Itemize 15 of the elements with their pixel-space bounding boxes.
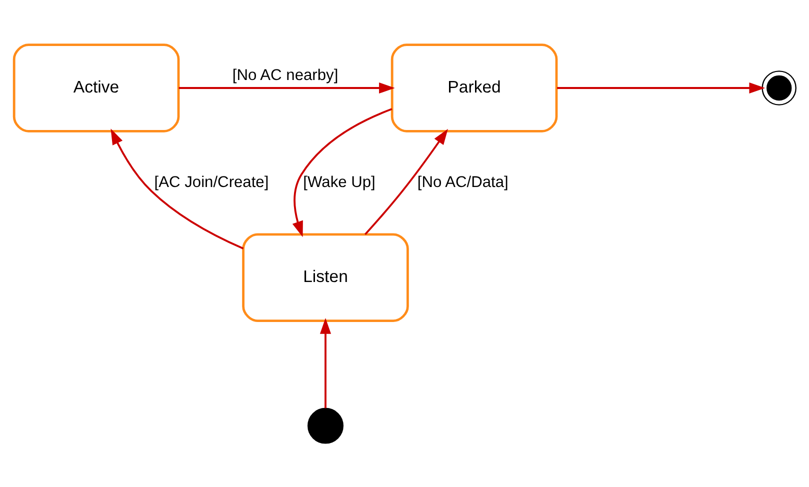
node-box: Listen (242, 232, 408, 322)
arrow (556, 82, 765, 94)
arrow (319, 318, 331, 408)
arrow (292, 108, 392, 237)
edge-label: [No AC nearby] (232, 66, 338, 84)
node-circle (307, 407, 343, 444)
edge-label: [Wake Up] (302, 173, 375, 190)
edge-label: [No AC/Data] (416, 173, 508, 190)
arrow (110, 128, 244, 249)
node-circle (761, 70, 796, 105)
edge-label: [AC Join/Create] (154, 173, 268, 190)
arrow (364, 128, 448, 234)
arrow (178, 82, 394, 94)
node-box: Active (12, 43, 180, 132)
node-box: Parked (390, 43, 558, 132)
